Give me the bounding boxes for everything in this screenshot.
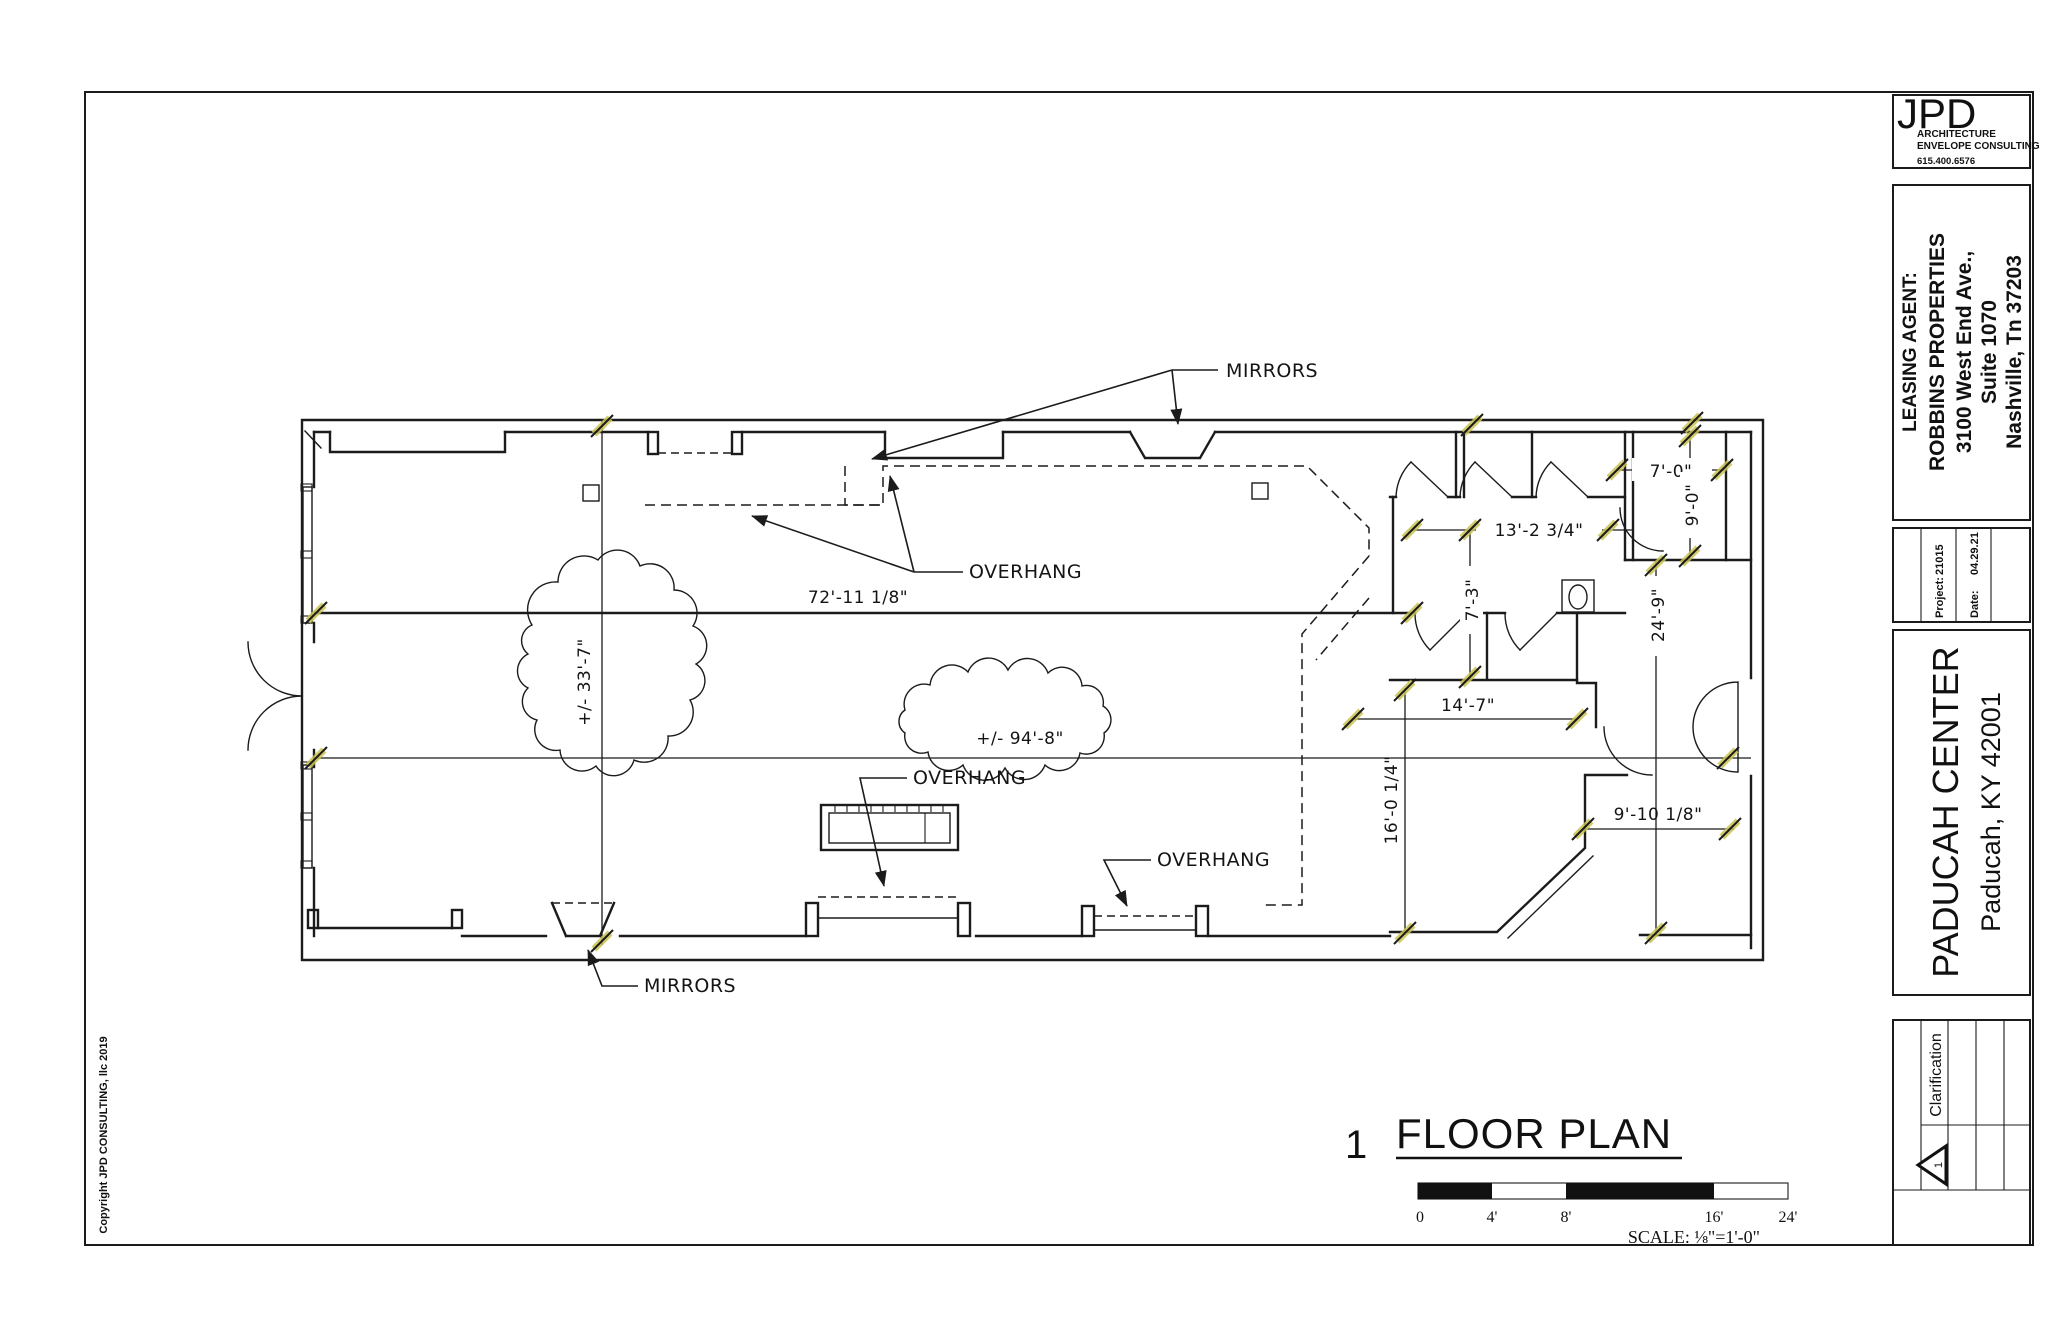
drawing-title: FLOOR PLAN	[1396, 1110, 1672, 1157]
logo-line1: ARCHITECTURE	[1917, 129, 1996, 140]
mirrors-label-bottom: MIRRORS	[644, 975, 736, 997]
overhang-dashed-lines	[645, 465, 1370, 906]
revision-delta-icon	[1915, 1143, 1948, 1187]
date-label: Date:	[1969, 590, 1981, 618]
drawing-title-block: 1 FLOOR PLAN 0 4' 8' 16' 24' SCALE: ⅛"=1…	[1345, 1110, 1798, 1247]
project-label: Project:	[1934, 577, 1946, 618]
dim-7-3: 7'-3"	[1463, 579, 1483, 622]
dim-94ft: +/- 94'-8"	[976, 729, 1064, 749]
drawing-number: 1	[1345, 1123, 1367, 1167]
scale-tick-0: 0	[1416, 1209, 1424, 1226]
storefront-hatched-element	[819, 803, 960, 852]
leasing-agent-box: LEASING AGENT: ROBBINS PROPERTIES 3100 W…	[1892, 184, 2031, 521]
mirrors-label-top: MIRRORS	[1226, 360, 1318, 382]
dim-9-0: 9'-0"	[1683, 484, 1703, 527]
logo-box: JPD ARCHITECTURE ENVELOPE CONSULTING 615…	[1892, 90, 2040, 169]
dim-33ft: +/- 33'-7"	[575, 638, 595, 726]
floor-plan-walls	[247, 418, 1765, 962]
logo-text: JPD	[1897, 90, 1976, 137]
scale-tick-16: 16'	[1705, 1209, 1724, 1226]
leasing-address1: 3100 West End Ave.,	[1953, 251, 1976, 453]
dim-16-0: 16'-0 1/4"	[1382, 756, 1402, 845]
overhang-label-bottom: OVERHANG	[1157, 849, 1270, 871]
dim-72ft: 72'-11 1/8"	[808, 588, 908, 608]
scale-tick-4: 4'	[1487, 1209, 1498, 1226]
revision-clouds	[516, 549, 1112, 781]
project-value: 21015	[1934, 544, 1946, 575]
logo-line2: ENVELOPE CONSULTING	[1917, 141, 2040, 152]
leasing-label: LEASING AGENT:	[1900, 272, 1921, 432]
overhang-label-middle: OVERHANG	[913, 767, 1026, 789]
revision-number: 1	[1933, 1162, 1945, 1168]
leasing-name: ROBBINS PROPERTIES	[1926, 233, 1949, 471]
scale-tick-8: 8'	[1561, 1209, 1572, 1226]
project-date-box: Project: 21015 Date: 04.29.21	[1892, 527, 2031, 623]
leasing-address2: Suite 1070	[1978, 300, 2001, 404]
property-name: PADUCAH CENTER	[1925, 646, 1966, 977]
property-location: Paducah, KY 42001	[1976, 692, 2006, 932]
scale-note: SCALE: ⅛"=1'-0"	[1628, 1227, 1760, 1247]
leasing-address3: Nashville, Tn 37203	[2003, 255, 2026, 449]
dim-13ft: 13'-2 3/4"	[1495, 521, 1584, 541]
dim-9-10: 9'-10 1/8"	[1614, 805, 1703, 825]
revision-box: Clarification 1	[1892, 1019, 2031, 1246]
scale-bar: 0 4' 8' 16' 24' SCALE: ⅛"=1'-0"	[1416, 1182, 1798, 1247]
property-box: PADUCAH CENTER Paducah, KY 42001	[1892, 629, 2031, 996]
annotations: MIRRORS MIRRORS OVERHANG OVERHANG OVERHA…	[587, 360, 1318, 997]
copyright-note: Copyright JPD CONSULTING, llc 2019	[98, 1036, 110, 1233]
logo-phone: 615.400.6576	[1917, 156, 1975, 167]
dim-24-9: 24'-9"	[1649, 588, 1669, 642]
overhang-label-top: OVERHANG	[969, 561, 1082, 583]
scale-tick-24: 24'	[1779, 1209, 1798, 1226]
date-value: 04.29.21	[1969, 532, 1981, 575]
title-block-column: JPD ARCHITECTURE ENVELOPE CONSULTING 615…	[1892, 90, 2040, 1246]
dimension-lines	[315, 420, 1751, 945]
sheet-border	[84, 91, 2034, 1246]
dimension-text: 72'-11 1/8" +/- 33'-7" +/- 94'-8" 13'-2 …	[568, 458, 1712, 844]
dim-14-7: 14'-7"	[1441, 696, 1495, 716]
revision-label: Clarification	[1928, 1033, 1945, 1117]
